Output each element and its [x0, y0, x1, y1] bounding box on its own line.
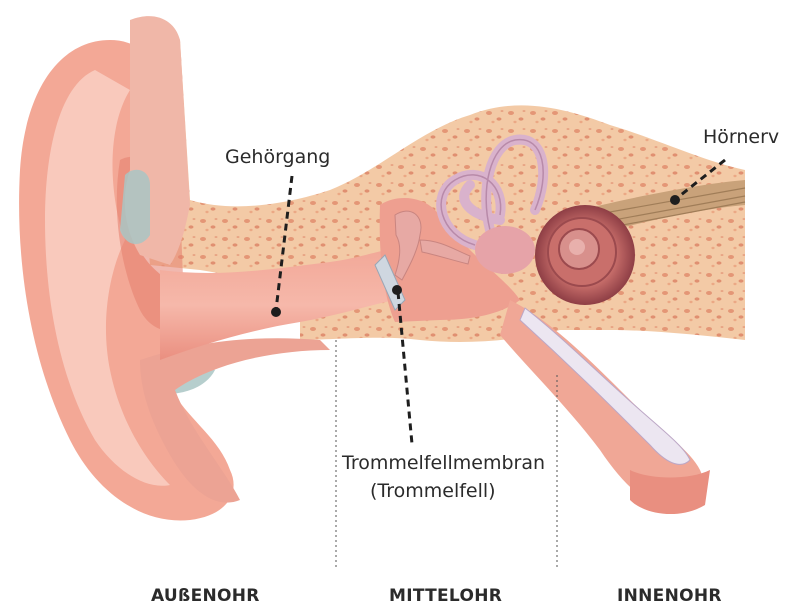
cartilage-teal-upper [120, 170, 150, 244]
section-outer-ear: AUßENOHR [151, 586, 260, 606]
vestibule [475, 226, 535, 274]
label-ear-canal: Gehörgang [225, 146, 330, 168]
label-auditory-nerve: Hörnerv [703, 126, 779, 148]
label-eardrum: (Trommelfell) [370, 480, 496, 502]
label-eardrum-membrane: Trommelfellmembran [342, 452, 545, 474]
cochlea-apex [569, 239, 585, 255]
section-inner-ear: INNENOHR [617, 586, 722, 606]
section-middle-ear: MITTELOHR [389, 586, 502, 606]
